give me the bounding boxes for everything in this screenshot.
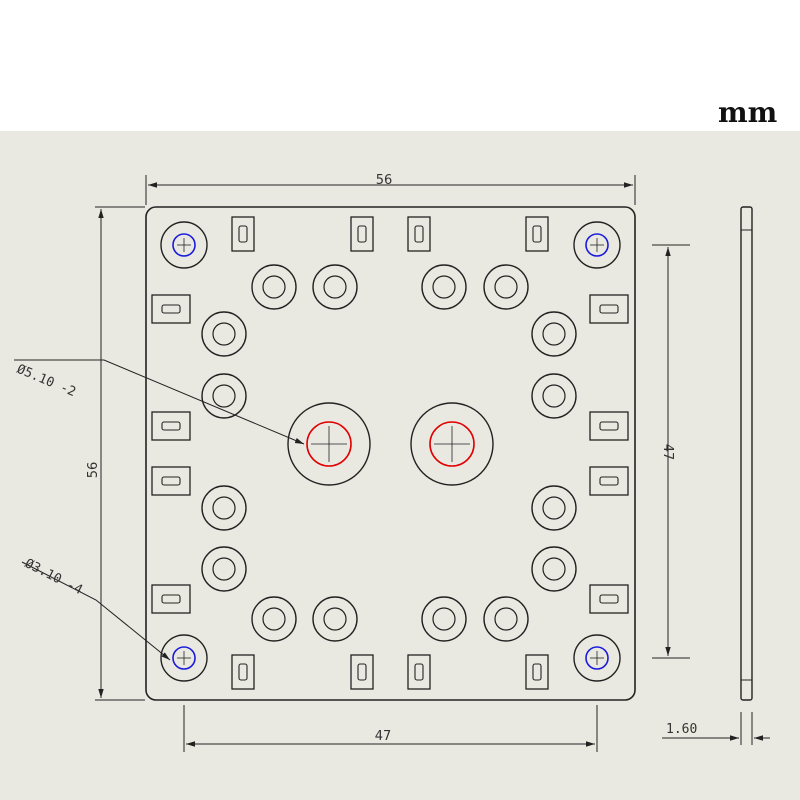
slot-pads [151, 216, 629, 690]
ring-pad [312, 264, 358, 310]
ring-pad [201, 485, 247, 531]
slot-pad [525, 216, 549, 252]
slot-pad [589, 584, 629, 614]
ring-pad [201, 311, 247, 357]
dimension-hole-span-bottom: 47 [183, 705, 598, 752]
dimension-thickness-label: 1.60 [666, 722, 697, 737]
ring-pad [201, 373, 247, 419]
ring-pad [483, 264, 529, 310]
large-holes [287, 402, 494, 486]
callout-large-holes-label: Ø5.10 -2 [14, 362, 78, 400]
ring-pad [483, 596, 529, 642]
dimension-hole-span-right: 47 [652, 244, 690, 659]
dimension-width-label: 56 [376, 173, 393, 188]
ring-pad [251, 264, 297, 310]
dimension-hole-span-bottom-label: 47 [375, 729, 392, 744]
ring-pads [201, 264, 577, 642]
mounting-hole [573, 221, 621, 269]
mounting-hole [160, 634, 208, 682]
slot-pad [350, 216, 374, 252]
ring-pad [251, 596, 297, 642]
slot-pad [589, 466, 629, 496]
slot-pad [231, 654, 255, 690]
dimension-width-top: 56 [145, 173, 636, 205]
slot-pad [589, 411, 629, 441]
ring-pad [531, 373, 577, 419]
slot-pad [589, 294, 629, 324]
slot-pad [151, 411, 191, 441]
slot-pad [151, 294, 191, 324]
mounting-holes [160, 221, 621, 682]
dimension-thickness: 1.60 [662, 712, 770, 745]
ring-pad [531, 311, 577, 357]
large-hole [410, 402, 494, 486]
slot-pad [151, 466, 191, 496]
slot-pad [407, 216, 431, 252]
plate-side-view [740, 206, 753, 701]
slot-pad [407, 654, 431, 690]
slot-pad [525, 654, 549, 690]
ring-pad [312, 596, 358, 642]
slot-pad [231, 216, 255, 252]
mounting-hole [573, 634, 621, 682]
ring-pad [421, 264, 467, 310]
ring-pad [531, 546, 577, 592]
slot-pad [350, 654, 374, 690]
large-hole [287, 402, 371, 486]
ring-pad [201, 546, 247, 592]
dimension-height-label: 56 [86, 462, 101, 479]
ring-pad [421, 596, 467, 642]
callout-mounting-holes-label: Ø3.10 -4 [22, 556, 85, 598]
callout-mounting-holes: Ø3.10 -4 [21, 556, 171, 661]
callout-large-holes: Ø5.10 -2 [14, 359, 305, 445]
dimension-height-left: 56 [86, 206, 145, 701]
dimension-hole-span-right-label: 47 [660, 444, 675, 461]
plate-outline [145, 206, 636, 701]
mounting-hole [160, 221, 208, 269]
ring-pad [531, 485, 577, 531]
slot-pad [151, 584, 191, 614]
unit-label: mm [718, 96, 778, 129]
